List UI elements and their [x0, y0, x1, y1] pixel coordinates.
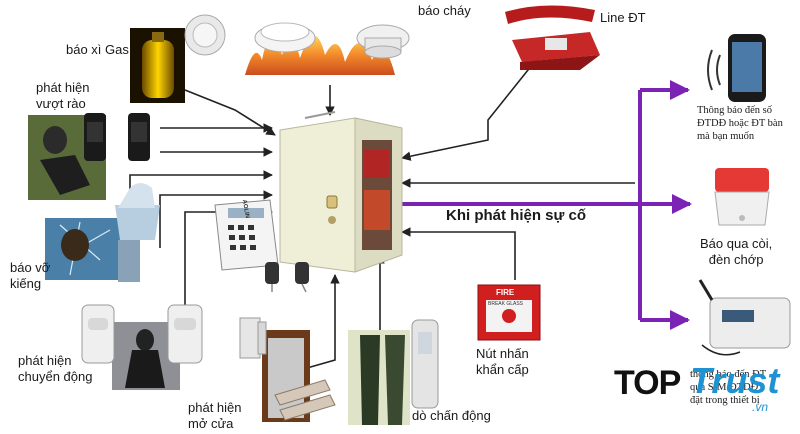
label-door: phát hiện mở cửa: [188, 400, 242, 431]
gsm-module: [698, 279, 791, 356]
fire-button-text: FIRE: [496, 288, 515, 297]
gas-detector: [184, 14, 226, 56]
door-contact-sensor: [239, 317, 267, 359]
label-motion: phát hiện chuyển động: [18, 353, 93, 384]
wire-panic: [401, 227, 516, 280]
smoke-detector-left: [254, 22, 316, 53]
remote-keyfobs: [265, 262, 309, 293]
motion-sensor-right: [167, 304, 203, 364]
label-fire: báo cháy: [418, 3, 471, 18]
logo-word-top: TOP: [614, 364, 681, 402]
siren-strobe: [714, 168, 770, 226]
keypad: [214, 199, 279, 271]
logo-suffix: .vn: [752, 400, 769, 414]
toptrust-logo: TOP Trust .vn: [612, 360, 797, 420]
gas-cylinder: [130, 28, 185, 103]
wire-phone: [401, 54, 541, 161]
vibration-wall-photo: [348, 330, 410, 425]
label-sim: thông báo đến ĐT qua SIM ĐTDĐ đặt trong …: [690, 369, 767, 406]
label-siren: Báo qua còi, đèn chớp: [700, 236, 773, 267]
magnetic-contacts: [274, 379, 336, 421]
mobile-phone: [707, 34, 766, 102]
output-wires: [402, 80, 692, 330]
glass-break-sensor: [115, 183, 160, 282]
smoke-detector-right: [356, 24, 410, 59]
label-panic: Nút nhấn khẩn cấp: [476, 346, 529, 377]
wire-motion-1: [159, 190, 273, 248]
label-incident: Khi phát hiện sự cố: [446, 207, 587, 224]
wire-gas: [184, 89, 276, 136]
fire-panic-button: [477, 284, 541, 341]
beam-detector-right: [128, 113, 150, 161]
fire-flames: [245, 35, 395, 75]
vibration-sensor: [411, 319, 439, 409]
desk-phone: [505, 5, 600, 70]
fire-button-sub: BREAK GLASS: [488, 301, 524, 307]
label-glass: báo vỡ kiếng: [10, 260, 51, 291]
label-mobile: Thông báo đến số ĐTDĐ hoặc ĐT bàn mà bạn…: [697, 105, 783, 142]
label-fence: phát hiện vượt rào: [36, 80, 90, 111]
label-phone-line: Line ĐT: [600, 10, 646, 25]
motion-sensor-left: [81, 304, 115, 364]
beam-detector-left: [84, 113, 106, 161]
label-vibration: dò chấn động: [412, 408, 491, 423]
logo-word-trust: Trust: [690, 360, 780, 401]
label-gas: báo xì Gas: [66, 42, 129, 57]
input-wires: [129, 54, 635, 371]
wire-door: [299, 274, 340, 371]
control-panel-cabinet: [279, 111, 403, 273]
